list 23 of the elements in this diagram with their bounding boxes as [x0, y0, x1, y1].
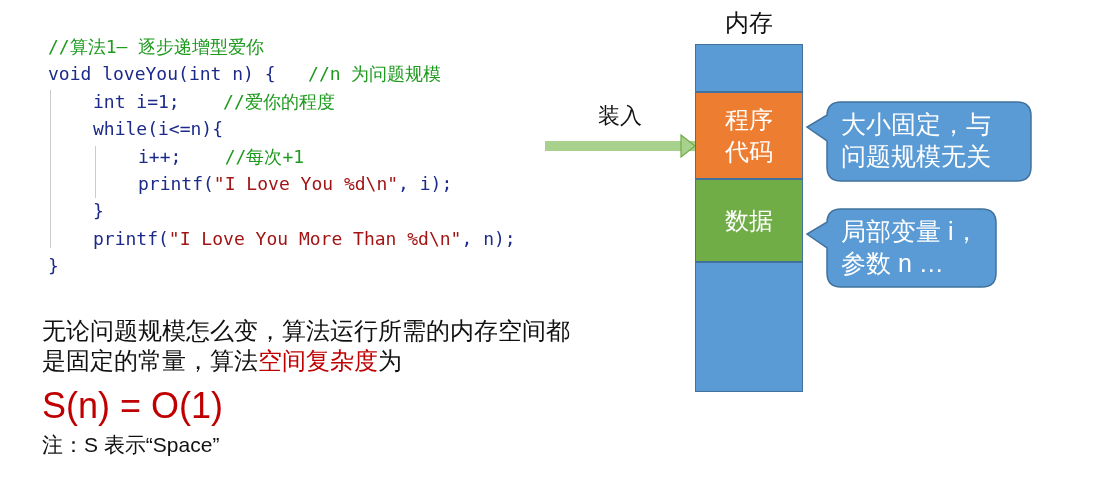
speech-callout [806, 101, 1032, 182]
callout-text: 大小固定，与问题规模无关 [841, 109, 992, 172]
memory-segment [695, 262, 803, 392]
note: 注：S 表示“Space” [42, 432, 221, 458]
code-line: printf("I Love You %d\n", i); [138, 173, 453, 195]
arrow [545, 134, 696, 158]
callout-text: 局部变量 i，参数 n … [841, 216, 980, 279]
memory-segment: 程序代码 [695, 92, 803, 179]
code-line: i++; //每次+1 [138, 145, 305, 168]
memory-segment: 数据 [695, 179, 803, 262]
speech-callout [806, 208, 997, 288]
code-line: } [48, 255, 59, 278]
code-line: printf("I Love You More Than %d\n", n); [93, 227, 516, 250]
code-line: //算法1— 逐步递增型爱你 [48, 36, 265, 58]
column-heading: 内存 [724, 8, 774, 38]
code-line: } [93, 200, 104, 223]
formula: S(n) = O(1) [42, 384, 225, 428]
code-line: while(i<=n){ [93, 118, 224, 141]
code-line: void loveYou(int n) { //n 为问题规模 [48, 63, 442, 86]
code-line: int i=1; //爱你的程度 [93, 90, 335, 113]
memory-column [695, 8, 803, 392]
paragraph: 无论问题规模怎么变，算法运行所需的内存空间都是固定的常量，算法空间复杂度为 [42, 316, 571, 376]
memory-segment [695, 44, 803, 92]
